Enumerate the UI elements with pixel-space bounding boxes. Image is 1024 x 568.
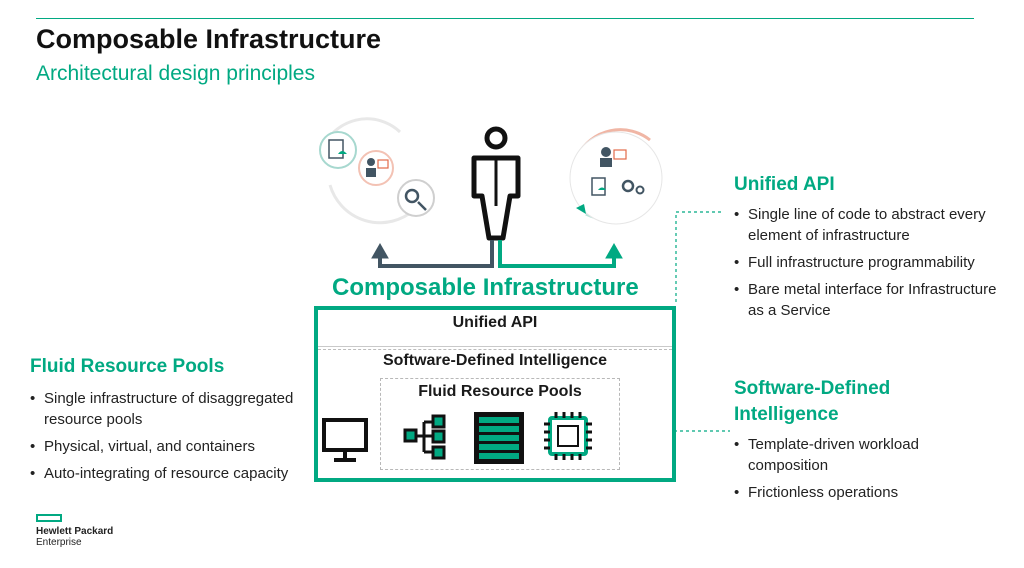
pools-layer-label: Fluid Resource Pools [418,383,582,400]
storage-icon [474,412,524,464]
slide-title: Composable Infrastructure [36,24,382,54]
fluid-pools-title: Fluid Resource Pools [30,356,225,377]
split-arrows [371,240,623,268]
unified-api-bullet: Single line of code to abstract every el… [734,204,1014,246]
sdi-section: Software-Defined Intelligence Template-d… [734,376,964,509]
api-layer-label: Unified API [452,314,538,331]
slide-subtitle: Architectural design principles [36,62,315,85]
left-workflow-icon [319,117,435,225]
network-icon [403,414,446,460]
sdi-divider [318,349,672,350]
fluid-pools-bullet: Single infrastructure of disaggregated r… [30,388,300,430]
fluid-pools-bullet: Auto-integrating of resource capacity [30,463,300,484]
resource-icons [322,412,592,464]
pools-layer [380,378,620,470]
logo-line2: Enterprise [36,537,82,548]
sdi-title: Software-Defined Intelligence [734,378,891,425]
unified-api-bullet: Full infrastructure programmability [734,252,1014,273]
hpe-logo: Hewlett Packard Enterprise [36,526,113,548]
user-icon [471,126,521,241]
fluid-pools-section: Fluid Resource Pools Single infrastructu… [30,354,300,490]
unified-api-title: Unified API [734,174,835,195]
chip-icon [544,412,592,460]
fluid-pools-bullet: Physical, virtual, and containers [30,436,300,457]
sdi-bullet: Frictionless operations [734,482,964,503]
diagram-center-label: Composable Infrastructure [332,274,639,301]
sdi-bullet: Template-driven workload composition [734,434,964,476]
right-workflow-icon [569,128,663,225]
hpe-logo-mark [36,514,62,522]
sdi-layer-label: Software-Defined Intelligence [382,352,608,369]
top-rule [36,18,974,19]
monitor-icon [322,418,368,462]
api-layer [318,310,672,347]
unified-api-bullet: Bare metal interface for Infrastructure … [734,279,1014,321]
logo-line1: Hewlett Packard [36,526,114,537]
unified-api-section: Unified API Single line of code to abstr… [734,172,1014,327]
